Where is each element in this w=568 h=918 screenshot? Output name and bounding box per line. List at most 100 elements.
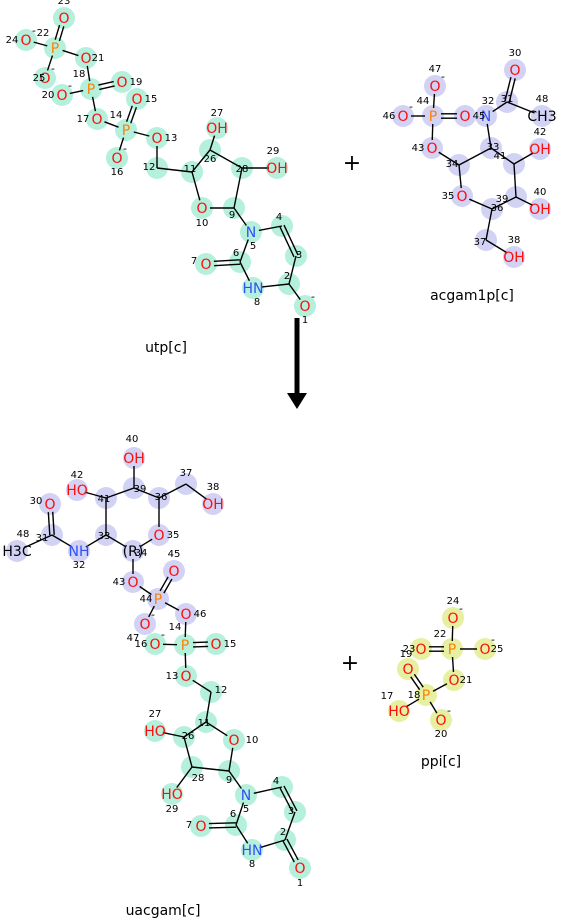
atom-number-utp-C11: 11 [184, 164, 197, 175]
bond-utp-6 [239, 261, 251, 282]
reaction-arrow [287, 318, 307, 409]
highlight-utp-O24 [15, 29, 37, 51]
highlight-utp-O17 [86, 108, 108, 130]
atom-acgam1p-O45: O [459, 109, 470, 125]
bond-utp-25 [191, 149, 211, 173]
atom-number-uacgam-N32: 32 [73, 560, 86, 571]
bond-acgam1p-0a [504, 77, 512, 102]
atom-number-uacgam-C2: 2 [280, 827, 286, 838]
highlight-uacgam-N32 [68, 540, 90, 562]
atom-utp-O10: O [196, 201, 207, 217]
atom-number-acgam1p-O42: 42 [534, 127, 547, 138]
atom-number-acgam1p-O47: 47 [429, 64, 442, 75]
highlight-uacgam-P44 [147, 588, 169, 610]
highlight-uacgam-O43 [122, 571, 144, 593]
atom-number-utp-O29: 29 [267, 146, 280, 157]
atom-acgam1p-O42: OH [529, 142, 551, 158]
atom-uacgam-O13: O [180, 669, 191, 685]
highlight-utp-O29 [266, 157, 288, 179]
highlight-uacgam-O29 [161, 783, 183, 805]
highlight-utp-O16 [106, 147, 128, 169]
atom-number-acgam1p-C39: 39 [496, 194, 509, 205]
atom-utp-O7: O [200, 257, 211, 273]
highlight-uacgam-P14 [174, 634, 196, 656]
atom-acgam1p-O47: O [429, 79, 440, 95]
atom-number-uacgam-C9: 9 [226, 775, 232, 786]
atom-number-uacgam-O47: 47 [127, 633, 140, 644]
atom-uacgam-O15: O [210, 637, 221, 653]
bonds [23, 24, 535, 863]
highlight-utp-O27 [206, 117, 228, 139]
highlight-ppi-P22 [441, 638, 463, 660]
atom-uacgam-O30: O [44, 497, 55, 513]
atom-number-uacgam-O45: 45 [168, 549, 181, 560]
atom-uacgam-N5: N [241, 788, 251, 804]
atom-number-uacgam-O42: 42 [71, 470, 84, 481]
highlight-ppi-O20 [430, 709, 452, 731]
compound-label-utp: utp[c] [145, 340, 187, 356]
atom-number-utp-O15: 15 [145, 94, 158, 105]
bond-uacgam-19 [148, 605, 155, 618]
bond-utp-14b [125, 105, 133, 122]
bond-ppi-4 [451, 656, 455, 673]
bond-acgam1p-9 [491, 196, 517, 210]
bond-acgam1p-14 [438, 151, 460, 166]
atom-number-uacgam-C37: 37 [180, 468, 193, 479]
highlight-utp-P22 [44, 37, 66, 59]
bond-utp-23 [33, 41, 48, 47]
atom-number-utp-C2: 2 [284, 271, 290, 282]
atom-number-acgam1p-O35: 35 [442, 191, 455, 202]
atom-charge-ppi-O20: - [447, 704, 451, 717]
atom-number-acgam1p-O30: 30 [509, 48, 522, 59]
highlight-utp-O13 [146, 127, 168, 149]
bond-acgam1p-13 [490, 147, 515, 165]
atom-number-uacgam-O27: 27 [149, 709, 162, 720]
atom-number-ppi-O17: 17 [381, 691, 394, 702]
atom-number-uacgam-O40: 40 [126, 434, 139, 445]
atom-number-uacgam-C26: 26 [182, 731, 195, 742]
atom-acgam1p-O46: O [397, 109, 408, 125]
atom-number-uacgam-N5: 5 [243, 804, 249, 815]
atom-utp-O29: OH [266, 161, 288, 177]
atom-uacgam-O1: O [294, 861, 305, 877]
highlight-utp-P14 [115, 119, 137, 141]
highlight-ppi-O23 [410, 638, 432, 660]
atom-uacgam-O42: HO [66, 483, 88, 499]
atom-acgam1p-O40: OH [529, 202, 551, 218]
highlight-acgam1p-O42 [529, 138, 551, 160]
bond-utp-26 [209, 135, 216, 151]
atom-number-acgam1p-P44: 44 [417, 96, 430, 107]
atom-number-ppi-P22: 22 [434, 629, 447, 640]
atom-charge-utp-O1: - [311, 290, 315, 303]
bond-utp-5a [213, 259, 240, 263]
bond-uacgam-31 [105, 534, 127, 548]
highlight-acgam1p-O38 [503, 246, 525, 268]
bond-utp-29 [233, 167, 243, 209]
bond-uacgam-18b [159, 576, 169, 592]
bond-ppi-1a [413, 673, 424, 688]
highlight-utp-N8 [242, 277, 264, 299]
atom-charge-utp-O25: - [51, 62, 55, 75]
atom-number-uacgam-P44: 44 [140, 594, 153, 605]
atom-acgam1p-O43: O [426, 141, 437, 157]
bond-uacgam-6 [235, 824, 249, 844]
highlight-acgam1p-O35 [451, 185, 473, 207]
atom-charge-uacgam-O16: - [161, 628, 165, 641]
highlight-utp-O20 [51, 84, 73, 106]
atom-number-uacgam-C34: 34 [135, 548, 148, 559]
highlight-acgam1p-O47 [424, 75, 446, 97]
atom-number-utp-O27: 27 [211, 108, 224, 119]
atom-uacgam-O47: O [139, 617, 150, 633]
bond-utp-4 [239, 239, 249, 263]
atom-number-utp-C26: 26 [204, 154, 217, 165]
highlight-utp-P18 [80, 78, 102, 100]
atom-acgam1p-N32: N [481, 109, 491, 125]
atom-number-uacgam-C36: 36 [155, 492, 168, 503]
compound-label-acgam1p: acgam1p[c] [430, 288, 514, 304]
highlight-acgam1p-O43 [421, 137, 443, 159]
atom-number-ppi-O21: 21 [460, 675, 473, 686]
atom-number-utp-O1: 1 [302, 315, 308, 326]
atom-uacgam-O46: O [180, 607, 191, 623]
bond-uacgam-8 [228, 770, 242, 789]
